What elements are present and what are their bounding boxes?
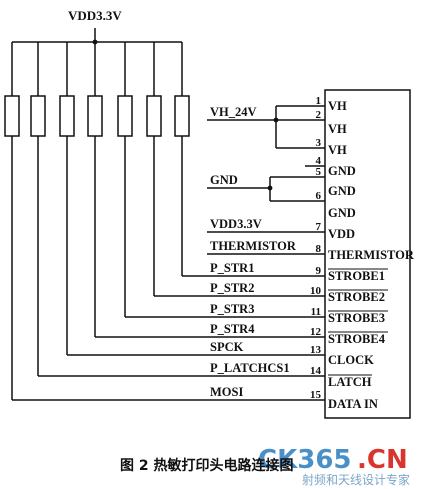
junction-dot — [267, 185, 273, 191]
net-label-mosi: MOSI — [210, 385, 243, 399]
resistor — [146, 95, 162, 137]
pin-name: STROBE4 — [328, 332, 386, 346]
pin-number: 14 — [310, 365, 322, 377]
pin-name: CLOCK — [328, 353, 374, 367]
pin-name: VH — [328, 143, 347, 157]
resistor — [4, 95, 20, 137]
pin-name: STROBE1 — [328, 269, 385, 283]
net-label-spck: SPCK — [210, 340, 244, 354]
pin-name: VH — [328, 122, 347, 136]
connector-pin-numbers: 1 2 3 4 5 6 7 8 9 10 11 12 13 14 15 — [310, 95, 322, 401]
pin-number: 7 — [316, 221, 322, 233]
pin-number: 10 — [310, 285, 322, 297]
pin-number: 2 — [316, 109, 322, 121]
net-label-gnd: GND — [210, 173, 238, 187]
net-label-p-str3: P_STR3 — [210, 302, 254, 316]
pin-number: 1 — [316, 95, 322, 107]
junction-dot — [92, 39, 98, 45]
watermark-logo-text: CK365 — [258, 445, 352, 475]
watermark-subtitle: 射频和天线设计专家 — [302, 472, 410, 487]
junction-dot — [273, 117, 279, 123]
net-label-thermistor: THERMISTOR — [210, 239, 297, 253]
pin-name: GND — [328, 206, 356, 220]
resistor — [174, 95, 190, 137]
pin-number: 9 — [316, 265, 322, 277]
connector-pin-names: VH VH VH GND GND GND VDD THERMISTOR STRO… — [328, 99, 415, 411]
net-label-p-str1: P_STR1 — [210, 261, 254, 275]
resistor — [30, 95, 46, 137]
pin-name: LATCH — [328, 375, 372, 389]
pin-number: 13 — [310, 344, 322, 356]
pin-name: GND — [328, 164, 356, 178]
net-label-p-str4: P_STR4 — [210, 322, 255, 336]
connector-body — [324, 89, 411, 419]
pin-number: 15 — [310, 389, 322, 401]
pin-number: 12 — [310, 326, 322, 338]
net-label-vdd: VDD3.3V — [210, 217, 262, 231]
pin-number: 8 — [316, 243, 322, 255]
resistor — [117, 95, 133, 137]
pin-number: 11 — [311, 306, 321, 318]
watermark-logo-suffix: .CN — [357, 445, 408, 475]
net-label-p-str2: P_STR2 — [210, 281, 254, 295]
pin-number: 4 — [316, 155, 322, 167]
pin-name: STROBE3 — [328, 311, 385, 325]
net-label-latch: P_LATCHCS1 — [210, 361, 290, 375]
pin-name: VH — [328, 99, 347, 113]
pin-number: 6 — [316, 190, 322, 202]
supply-label: VDD3.3V — [68, 8, 122, 23]
active-low-overbars — [328, 268, 388, 376]
pin-number: 3 — [316, 137, 322, 149]
pin-name: GND — [328, 184, 356, 198]
watermark-logo: CK365 .CN 射频和天线设计专家 — [258, 445, 410, 487]
pin-number: 5 — [316, 166, 322, 178]
pin-name: VDD — [328, 227, 355, 241]
pin-name: STROBE2 — [328, 290, 385, 304]
pin-name: DATA IN — [328, 397, 378, 411]
net-label-vh: VH_24V — [210, 105, 257, 119]
resistor — [59, 95, 75, 137]
resistor-array — [4, 95, 190, 137]
resistor — [87, 95, 103, 137]
figure-caption: 图 2 热敏打印头电路连接图 — [120, 457, 294, 474]
pin-name: THERMISTOR — [328, 248, 415, 262]
